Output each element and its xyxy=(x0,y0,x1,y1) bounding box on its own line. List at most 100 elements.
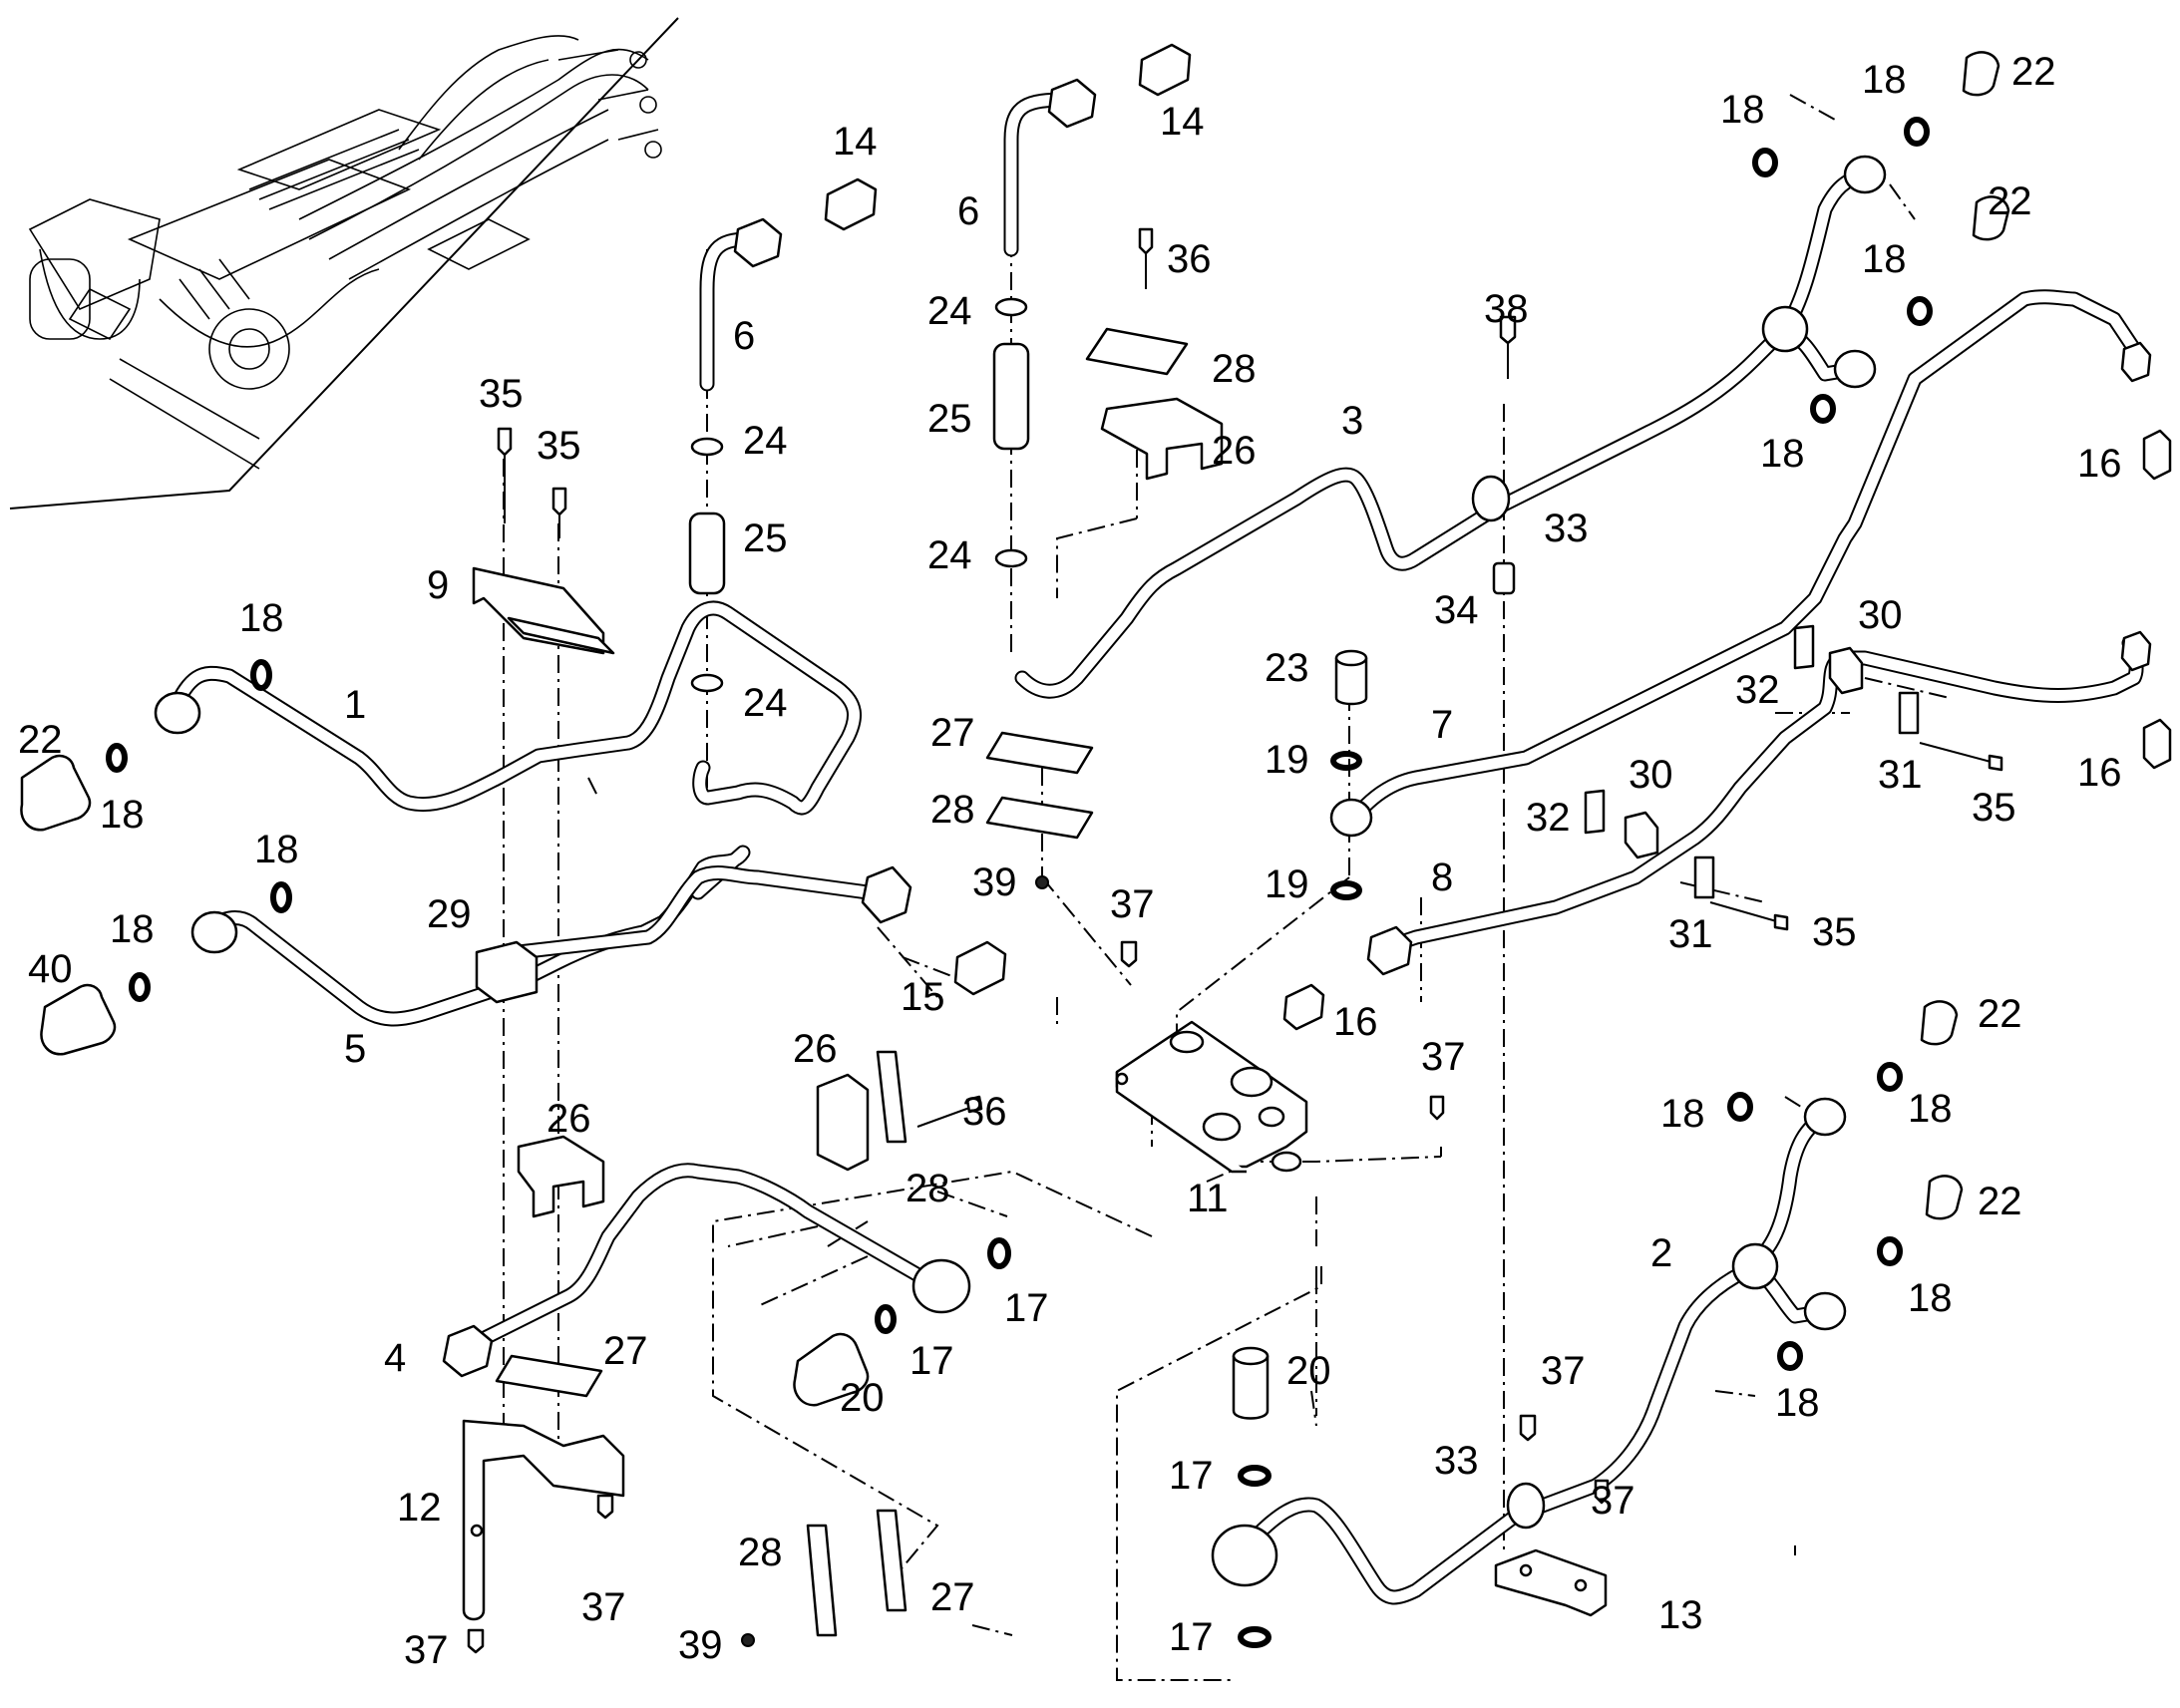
pipe-1 xyxy=(167,600,862,816)
label-37-b: 37 xyxy=(1421,1035,1466,1079)
label-28-c: 28 xyxy=(906,1167,950,1210)
sealing-rings xyxy=(106,117,1933,1648)
label-35-b: 35 xyxy=(537,424,581,468)
callout-labels: 1 2 3 4 5 6 6 7 8 9 11 12 13 14 14 15 16… xyxy=(18,50,2122,1672)
label-16-mid: 16 xyxy=(2077,751,2122,795)
label-18-c: 18 xyxy=(254,828,299,871)
label-6-center: 6 xyxy=(957,189,979,233)
label-20-b: 20 xyxy=(1286,1349,1331,1393)
label-22-c: 22 xyxy=(1988,179,2032,223)
hose-clamps xyxy=(690,297,1028,693)
pipe-6-center xyxy=(1003,92,1075,257)
label-29: 29 xyxy=(427,892,472,936)
label-16-block: 16 xyxy=(1333,1000,1378,1044)
label-26-c: 26 xyxy=(793,1027,838,1071)
label-33-a: 33 xyxy=(1544,507,1589,550)
label-1: 1 xyxy=(344,683,366,727)
label-40: 40 xyxy=(28,947,73,991)
label-3: 3 xyxy=(1341,399,1363,443)
pipe-4 xyxy=(451,1163,945,1359)
label-20-a: 20 xyxy=(840,1376,885,1420)
label-4: 4 xyxy=(384,1336,406,1380)
label-22-d: 22 xyxy=(1978,992,2022,1036)
label-27-c: 27 xyxy=(930,1575,975,1619)
label-25-a: 25 xyxy=(743,516,788,560)
label-28-d: 28 xyxy=(738,1531,783,1574)
label-28-a: 28 xyxy=(1212,347,1257,391)
engine-overview-inset xyxy=(9,17,679,510)
bracket-9 xyxy=(472,566,615,655)
label-22-a: 22 xyxy=(18,718,63,762)
label-14-center: 14 xyxy=(1160,100,1205,144)
label-5: 5 xyxy=(344,1027,366,1071)
label-25-b: 25 xyxy=(927,397,972,441)
spacer-sleeves xyxy=(1471,475,1546,1530)
label-18-i: 18 xyxy=(1660,1092,1705,1136)
label-18-f: 18 xyxy=(1862,58,1907,102)
label-36-a: 36 xyxy=(1167,237,1212,281)
label-18-g: 18 xyxy=(1862,237,1907,281)
label-18-j: 18 xyxy=(1908,1087,1953,1131)
label-23: 23 xyxy=(1265,646,1309,690)
label-28-b: 28 xyxy=(930,788,975,832)
label-34: 34 xyxy=(1434,588,1479,632)
label-18-h: 18 xyxy=(1760,432,1805,476)
label-39-a: 39 xyxy=(972,860,1017,904)
label-24-c: 24 xyxy=(927,289,972,333)
label-17-d: 17 xyxy=(1169,1615,1214,1659)
label-17-b: 17 xyxy=(909,1339,954,1383)
label-37-d: 37 xyxy=(1591,1479,1635,1523)
label-19-a: 19 xyxy=(1265,738,1309,782)
tube-nuts xyxy=(442,78,2152,1378)
pipe-clamps-30 xyxy=(1584,624,1920,899)
label-31-a: 31 xyxy=(1878,753,1923,797)
label-39-b: 39 xyxy=(678,1623,723,1667)
label-19-b: 19 xyxy=(1265,862,1309,906)
label-33-b: 33 xyxy=(1434,1439,1479,1483)
assembly-centerlines xyxy=(503,94,1951,1681)
label-22-e: 22 xyxy=(1978,1180,2022,1223)
distributor-block-11 xyxy=(1115,1020,1308,1174)
label-24-d: 24 xyxy=(927,533,972,577)
label-35-c: 35 xyxy=(1972,786,2016,830)
label-22-b: 22 xyxy=(2011,50,2056,94)
pipe-5 xyxy=(196,845,876,1027)
label-14-left: 14 xyxy=(833,120,878,164)
label-27-a: 27 xyxy=(930,711,975,755)
label-36-b: 36 xyxy=(962,1090,1007,1134)
label-30-b: 30 xyxy=(1629,753,1673,797)
screws-bolts xyxy=(467,227,2003,1654)
bracket-13 xyxy=(1494,1548,1608,1617)
adapters xyxy=(824,43,2172,1031)
label-11: 11 xyxy=(1187,1177,1229,1220)
clamp-plates xyxy=(495,327,1189,1637)
label-24-b: 24 xyxy=(743,681,788,725)
label-7: 7 xyxy=(1431,703,1453,747)
label-27-b: 27 xyxy=(603,1329,648,1373)
label-17-c: 17 xyxy=(1169,1454,1214,1498)
label-26-a: 26 xyxy=(1212,429,1257,473)
label-26-b: 26 xyxy=(546,1097,591,1141)
bracket-12 xyxy=(462,1419,625,1621)
label-35-d: 35 xyxy=(1812,910,1857,954)
label-37-a: 37 xyxy=(1110,882,1155,926)
label-32-a: 32 xyxy=(1735,668,1780,712)
clamp-blocks xyxy=(517,397,1224,1218)
label-6-left: 6 xyxy=(733,314,755,358)
label-37-c: 37 xyxy=(1541,1349,1586,1393)
label-18-b: 18 xyxy=(100,793,145,837)
label-18-k: 18 xyxy=(1908,1276,1953,1320)
label-8: 8 xyxy=(1431,855,1453,899)
pipe-7 xyxy=(1348,289,2142,824)
label-15: 15 xyxy=(901,975,945,1019)
label-37-f: 37 xyxy=(404,1628,449,1672)
label-31-b: 31 xyxy=(1668,912,1713,956)
banjo-bolts xyxy=(20,51,2010,1420)
label-13: 13 xyxy=(1658,1593,1703,1637)
banjo-fittings xyxy=(154,155,1887,1587)
label-18-l: 18 xyxy=(1775,1381,1820,1425)
hose-sleeves xyxy=(688,342,1030,595)
label-18-a: 18 xyxy=(239,596,284,640)
label-17-a: 17 xyxy=(1004,1286,1049,1330)
